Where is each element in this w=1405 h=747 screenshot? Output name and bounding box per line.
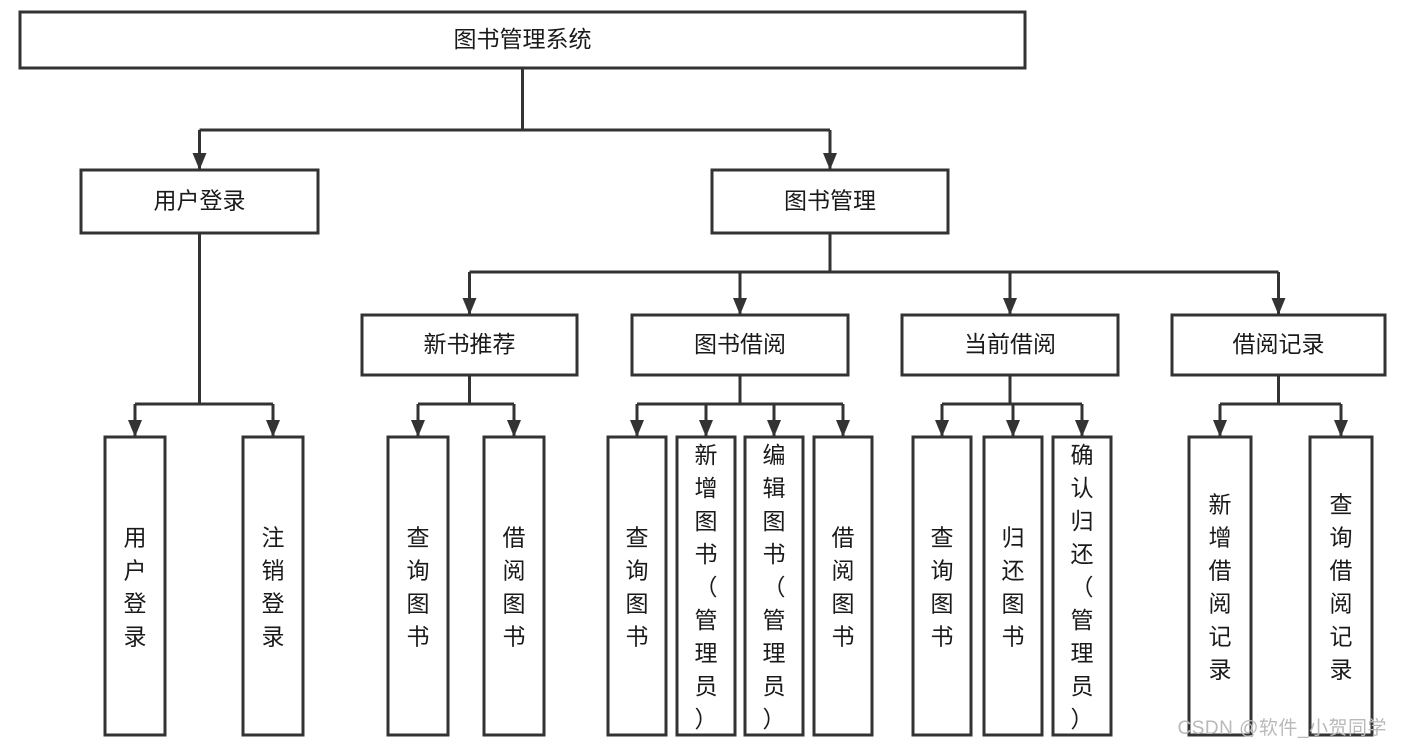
node-box[interactable] — [79, 168, 320, 235]
arrow-head — [630, 420, 644, 437]
connector-layer — [128, 68, 1348, 437]
node-box[interactable] — [241, 435, 305, 737]
node-label: 归还图书 — [1002, 525, 1025, 650]
node-box[interactable] — [1308, 435, 1374, 737]
node-leaf-logout[interactable]: 注销登录 — [241, 435, 305, 737]
connector-group — [1213, 375, 1348, 437]
arrow-head — [1271, 298, 1286, 315]
node-label: 借阅图书 — [503, 525, 526, 650]
arrow-head — [733, 298, 747, 315]
node-leaf-query-book-1[interactable]: 查询图书 — [386, 435, 450, 737]
connector-group — [128, 233, 280, 437]
node-leaf-query-book-3[interactable]: 查询图书 — [911, 435, 973, 737]
node-root[interactable]: 图书管理系统 — [18, 10, 1027, 70]
node-label: 图书管理 — [784, 188, 876, 214]
node-leaf-add-record[interactable]: 新增借阅记录 — [1187, 435, 1253, 737]
node-box[interactable] — [982, 435, 1044, 737]
node-label: 查询图书 — [626, 525, 649, 650]
node-new-book-rec[interactable]: 新书推荐 — [360, 313, 579, 377]
connector-group — [411, 375, 521, 437]
node-label: 用户登录 — [154, 188, 246, 214]
connector-group — [192, 68, 837, 170]
arrow-head — [192, 153, 207, 170]
connector-group — [630, 375, 850, 437]
node-label: 查询图书 — [931, 525, 954, 650]
arrow-head — [1003, 298, 1017, 315]
node-leaf-user-login[interactable]: 用户登录 — [103, 435, 167, 737]
node-leaf-query-book-2[interactable]: 查询图书 — [606, 435, 668, 737]
node-leaf-borrow-book-2[interactable]: 借阅图书 — [812, 435, 874, 737]
arrow-head — [699, 420, 713, 437]
node-label: 图书借阅 — [694, 331, 786, 357]
node-label: 当前借阅 — [964, 331, 1056, 357]
node-leaf-borrow-book-1[interactable]: 借阅图书 — [482, 435, 546, 737]
node-leaf-confirm-ret[interactable]: 确认归还（管理员） — [1051, 435, 1113, 737]
node-label: 用户登录 — [124, 525, 147, 650]
node-user-login[interactable]: 用户登录 — [79, 168, 320, 235]
node-box[interactable] — [606, 435, 668, 737]
arrow-head — [836, 420, 850, 437]
connector-group — [935, 375, 1089, 437]
node-box[interactable] — [18, 10, 1027, 70]
arrow-head — [935, 420, 949, 437]
node-box[interactable] — [675, 435, 737, 737]
arrow-head — [266, 420, 280, 437]
node-box[interactable] — [1051, 435, 1113, 737]
node-box[interactable] — [360, 313, 579, 377]
node-leaf-return-book[interactable]: 归还图书 — [982, 435, 1044, 737]
node-box[interactable] — [1170, 313, 1387, 377]
arrow-head — [823, 153, 837, 170]
arrow-head — [128, 420, 142, 437]
node-box[interactable] — [911, 435, 973, 737]
arrow-head — [767, 420, 781, 437]
node-label: 注销登录 — [262, 525, 285, 650]
node-box[interactable] — [386, 435, 450, 737]
node-book-manage[interactable]: 图书管理 — [710, 168, 950, 235]
node-label: 图书管理系统 — [454, 26, 592, 52]
node-leaf-edit-book[interactable]: 编辑图书（管理员） — [743, 435, 805, 737]
arrow-head — [507, 420, 521, 437]
node-leaf-add-book[interactable]: 新增图书（管理员） — [675, 435, 737, 737]
node-label: 新增图书（管理员） — [695, 442, 718, 732]
node-box[interactable] — [630, 313, 850, 377]
node-layer: 图书管理系统用户登录图书管理新书推荐图书借阅当前借阅借阅记录用户登录注销登录查询… — [18, 10, 1387, 737]
node-label: 确认归还（管理员） — [1071, 442, 1094, 732]
connector-group — [462, 233, 1286, 315]
node-label: 新增借阅记录 — [1209, 492, 1232, 683]
arrow-head — [1006, 420, 1020, 437]
node-book-borrow[interactable]: 图书借阅 — [630, 313, 850, 377]
node-label: 查询借阅记录 — [1330, 492, 1353, 683]
node-box[interactable] — [812, 435, 874, 737]
node-box[interactable] — [1187, 435, 1253, 737]
node-loan-record[interactable]: 借阅记录 — [1170, 313, 1387, 377]
node-leaf-query-record[interactable]: 查询借阅记录 — [1308, 435, 1374, 737]
node-box[interactable] — [743, 435, 805, 737]
arrow-head — [1075, 420, 1089, 437]
node-box[interactable] — [103, 435, 167, 737]
arrow-head — [411, 420, 425, 437]
watermark-text: CSDN @软件_小贺同学 — [1177, 718, 1387, 739]
arrow-head — [1213, 420, 1227, 437]
arrow-head — [1334, 420, 1348, 437]
node-label: 借阅记录 — [1233, 331, 1325, 357]
node-box[interactable] — [710, 168, 950, 235]
node-box[interactable] — [900, 313, 1120, 377]
node-label: 查询图书 — [407, 525, 430, 650]
node-current-loan[interactable]: 当前借阅 — [900, 313, 1120, 377]
node-label: 新书推荐 — [424, 331, 516, 357]
node-box[interactable] — [482, 435, 546, 737]
node-label: 借阅图书 — [832, 525, 855, 650]
arrow-head — [462, 298, 477, 315]
node-label: 编辑图书（管理员） — [763, 442, 786, 732]
